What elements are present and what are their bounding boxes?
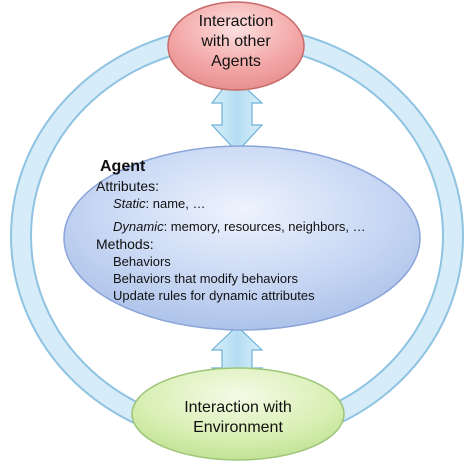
- agent-text-block: Agent Attributes: Static: name, … Dynami…: [96, 157, 426, 304]
- static-term: Static: [113, 196, 146, 211]
- dynamic-value: : memory, resources, neighbors, …: [163, 219, 366, 234]
- static-value: : name, …: [145, 196, 206, 211]
- static-attribute: Static: name, …: [96, 195, 426, 212]
- methods-label: Methods:: [96, 236, 154, 252]
- dynamic-term: Dynamic: [113, 219, 164, 234]
- agent-title: Agent: [100, 158, 146, 175]
- agent-ellipse: [63, 145, 421, 331]
- top-node-label: Interaction with other Agents: [198, 13, 274, 70]
- bottom-node-circle: [131, 367, 345, 461]
- dynamic-attribute: Dynamic: memory, resources, neighbors, …: [96, 218, 426, 235]
- attributes-label: Attributes:: [96, 178, 160, 194]
- method-item: Behaviors that modify behaviors: [113, 271, 298, 286]
- method-item: Update rules for dynamic attributes: [113, 288, 315, 303]
- bottom-node-label: Interaction with Environment: [184, 399, 292, 436]
- method-item: Behaviors: [113, 254, 171, 269]
- top-node-circle: [167, 1, 305, 91]
- top-double-arrow: [210, 79, 264, 153]
